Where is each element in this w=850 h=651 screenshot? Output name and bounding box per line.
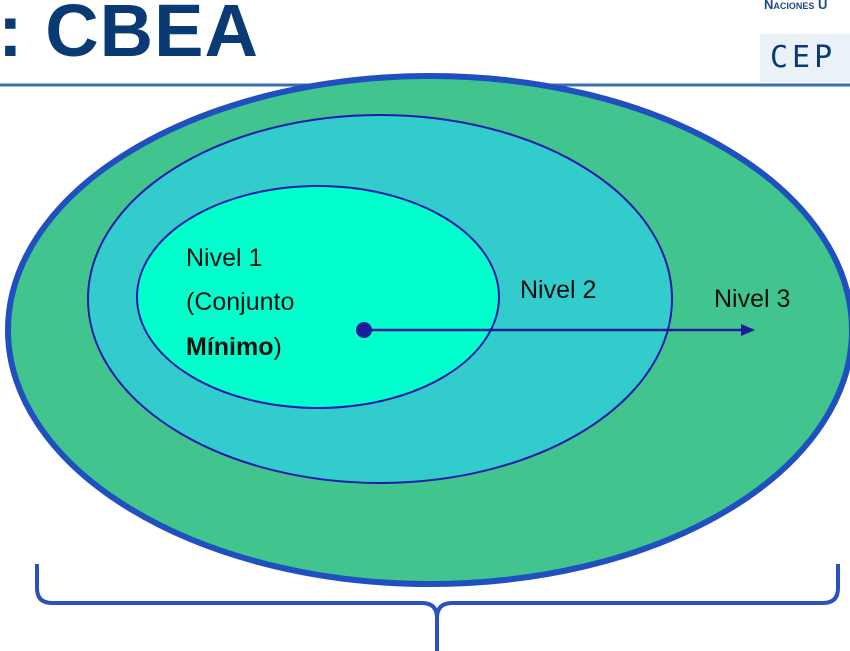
logo-background bbox=[760, 34, 850, 82]
bottom-brace bbox=[35, 564, 840, 651]
level-1-label-line1: Nivel 1 bbox=[186, 244, 262, 272]
cepal-logo: CEP bbox=[770, 40, 837, 75]
level-2-label: Nivel 2 bbox=[520, 276, 596, 304]
level-1-ellipse bbox=[136, 185, 500, 409]
level-1-label-line2: (Conjunto bbox=[186, 288, 294, 316]
arrow-origin-dot bbox=[356, 322, 372, 338]
slide-title: : CBEA bbox=[0, 0, 259, 72]
level-3-label: Nivel 3 bbox=[714, 285, 790, 313]
level-1-label-bold: Mínimo bbox=[186, 333, 274, 361]
level-1-label-close: ) bbox=[274, 333, 282, 361]
organization-name: Naciones U bbox=[764, 0, 828, 12]
level-1-label-line3: Mínimo) bbox=[186, 333, 282, 361]
